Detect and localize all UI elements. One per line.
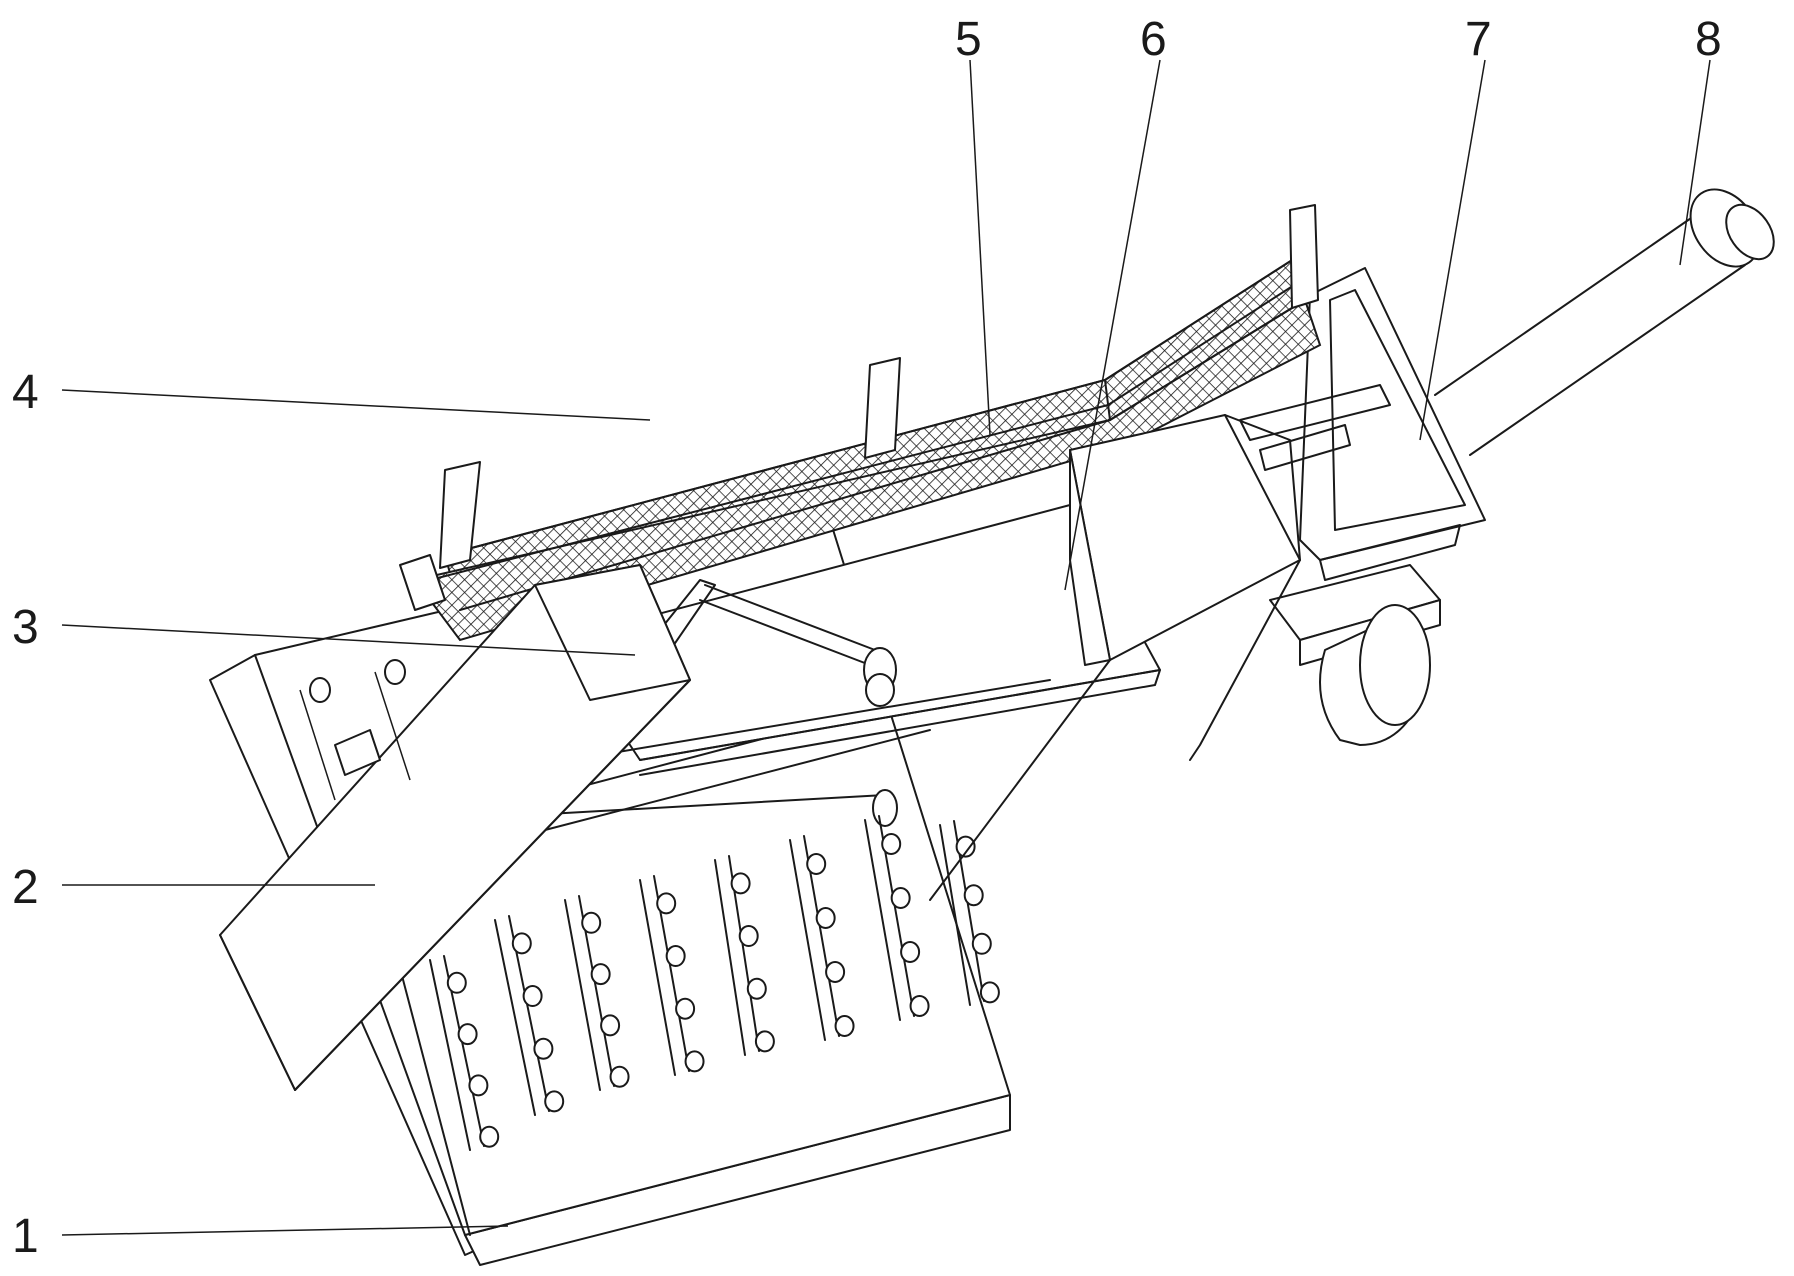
motor [1269,564,1441,746]
upright-box [929,414,1301,901]
spray-nozzle [590,963,611,986]
spray-nozzle [754,1030,775,1053]
callout-8: 8 [1695,13,1722,66]
spray-nozzle [665,945,686,968]
spray-nozzle [738,925,759,948]
spray-nozzle [511,932,532,955]
spray-nozzle [675,997,696,1020]
callout-7: 7 [1465,13,1492,66]
spray-nozzle [881,833,902,855]
spray-nozzle [955,835,976,858]
callout-2: 2 [12,861,39,914]
spray-nozzle [446,971,467,994]
spray-nozzle [815,907,836,929]
spray-pipes [429,815,1000,1151]
spray-nozzle [544,1090,565,1113]
spray-nozzle [746,977,767,1000]
spray-nozzle [834,1015,855,1037]
spray-nozzle [600,1014,621,1037]
spray-nozzle [979,981,1000,1004]
callout-1: 1 [12,1210,39,1263]
spray-nozzle [609,1065,630,1088]
mesh-sieve [399,204,1322,642]
spray-nozzle [684,1050,705,1073]
spray-nozzle [533,1037,554,1060]
leader-lines [61,59,1711,1236]
spray-nozzle [909,995,930,1017]
callout-4: 4 [12,366,39,419]
spray-nozzle [581,911,602,934]
callout-3: 3 [12,601,39,654]
spray-nozzle [730,872,751,895]
spray-nozzle [825,961,846,983]
spray-nozzle [890,887,911,909]
callout-5: 5 [955,13,982,66]
discharge-pipe [1434,188,1775,456]
collection-box [1239,267,1486,581]
spray-nozzle [479,1125,500,1148]
spray-nozzle [971,932,992,955]
spray-nozzle [963,884,984,907]
spray-nozzle [806,853,827,875]
spray-nozzle [522,985,543,1008]
spray-nozzle [468,1074,489,1097]
spray-nozzle [457,1023,478,1046]
spray-nozzle [656,892,677,915]
feed-chute [219,564,691,1091]
callout-6: 6 [1140,13,1167,66]
spray-nozzle [900,941,921,963]
